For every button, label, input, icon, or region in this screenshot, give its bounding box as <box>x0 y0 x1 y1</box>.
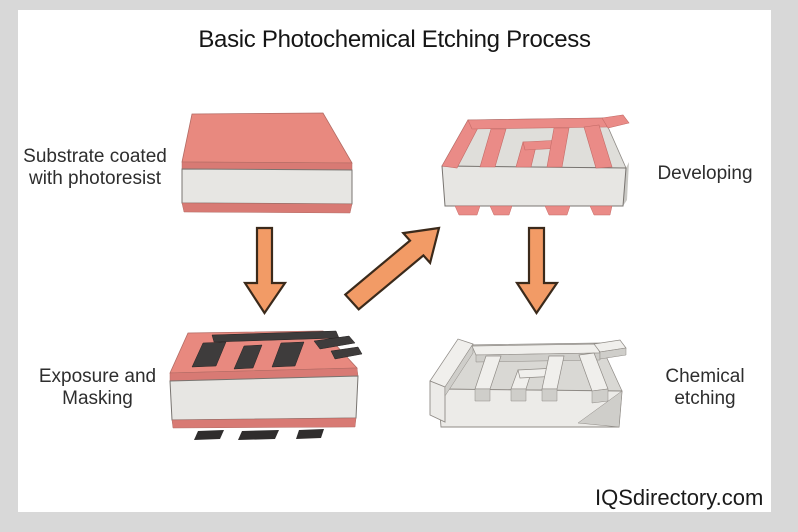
substrate-label-line1: Substrate coated <box>23 146 167 167</box>
watermark: IQSdirectory.com <box>595 485 764 510</box>
chemical-etching-block-illustration <box>429 338 627 428</box>
substrate-label-line2: with photoresist <box>28 168 161 190</box>
diagonal-up-right-arrow-icon <box>343 226 441 311</box>
developing-block-illustration <box>441 114 630 216</box>
etching-label-line2: etching <box>674 388 736 410</box>
down-arrow-icon <box>514 226 560 315</box>
exposure-masking-block-illustration <box>169 330 363 440</box>
page-title: Basic Photochemical Etching Process <box>198 26 591 53</box>
substrate-label: Substrate coated with photoresist <box>15 146 175 190</box>
substrate-block-illustration <box>181 112 353 214</box>
chemical-etching-label: Chemical etching <box>650 366 760 410</box>
exposure-label-line2: Masking <box>62 388 133 410</box>
etching-label-line1: Chemical <box>665 366 745 387</box>
exposure-label-line1: Exposure and <box>38 366 157 387</box>
developing-label: Developing <box>657 163 753 184</box>
down-arrow-icon <box>242 226 288 315</box>
exposure-masking-label: Exposure and Masking <box>25 366 170 410</box>
